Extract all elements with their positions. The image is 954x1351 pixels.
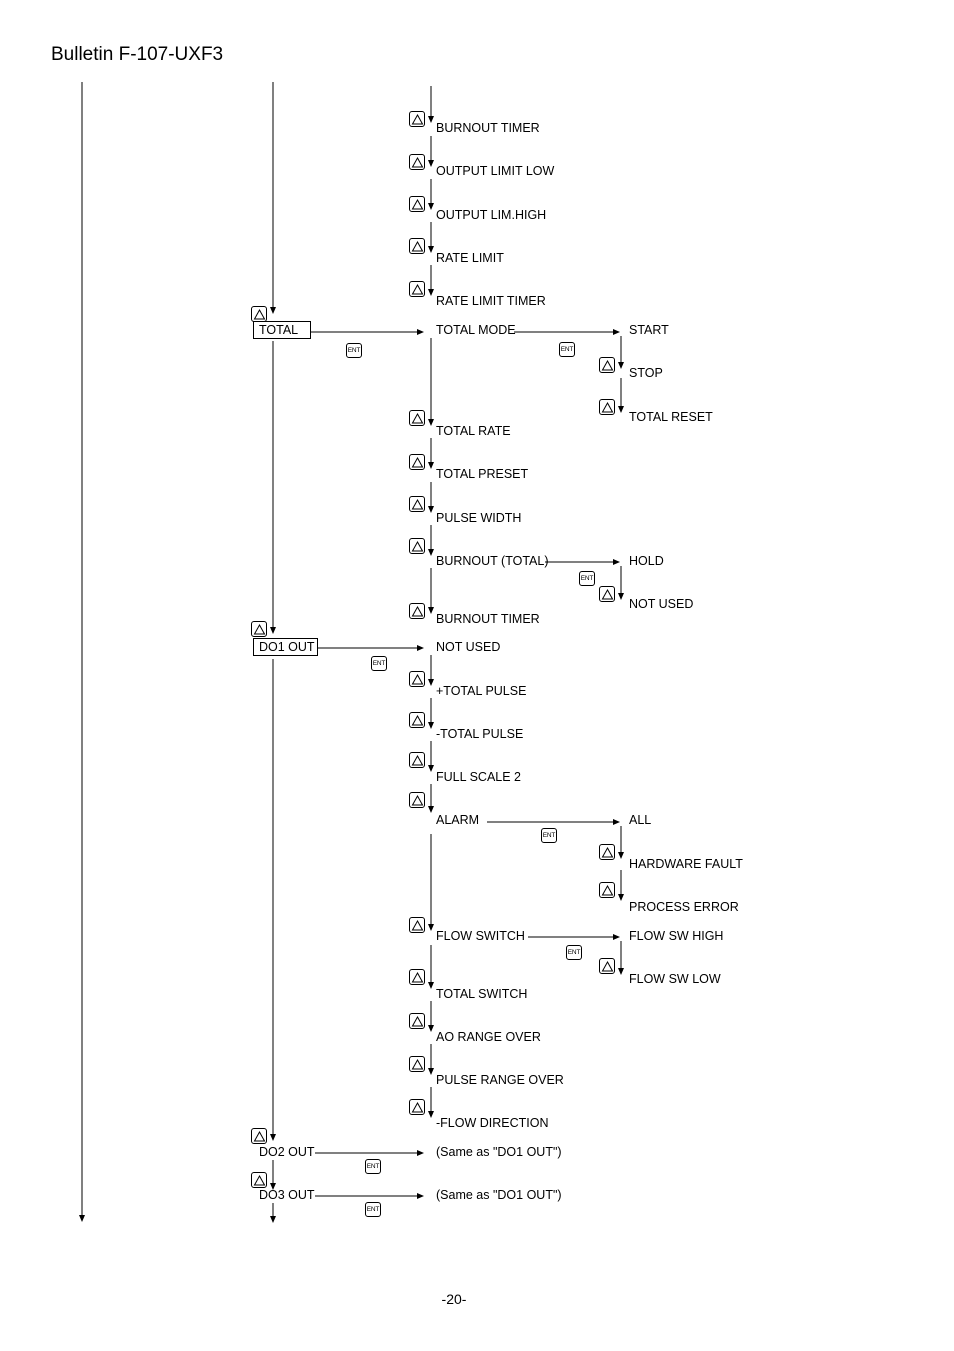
up-arrow-key-icon[interactable] <box>599 844 615 860</box>
menu-do2-out[interactable]: DO2 OUT <box>259 1145 315 1159</box>
ent-key[interactable]: ENT <box>559 342 575 357</box>
menu-do3-out[interactable]: DO3 OUT <box>259 1188 315 1202</box>
up-arrow-key-icon[interactable] <box>599 586 615 602</box>
menu-item-burnout-timer-total[interactable]: BURNOUT TIMER <box>436 612 540 626</box>
ent-key[interactable]: ENT <box>541 828 557 843</box>
up-arrow-key-icon[interactable] <box>409 111 425 127</box>
page-number: -20- <box>441 1291 467 1307</box>
menu-item-minus-flow-direction[interactable]: -FLOW DIRECTION <box>436 1116 549 1130</box>
option-flow-sw-high[interactable]: FLOW SW HIGH <box>629 929 724 943</box>
option-total-reset[interactable]: TOTAL RESET <box>629 410 713 424</box>
option-hardware-fault[interactable]: HARDWARE FAULT <box>629 857 743 871</box>
menu-item-rate-limit-timer[interactable]: RATE LIMIT TIMER <box>436 294 546 308</box>
up-arrow-key-icon[interactable] <box>409 454 425 470</box>
ent-key[interactable]: ENT <box>365 1202 381 1217</box>
ent-key[interactable]: ENT <box>566 945 582 960</box>
menu-item-burnout-total[interactable]: BURNOUT (TOTAL) <box>436 554 549 568</box>
up-arrow-key-icon[interactable] <box>409 496 425 512</box>
up-arrow-key-icon[interactable] <box>409 281 425 297</box>
menu-item-not-used[interactable]: NOT USED <box>436 640 501 654</box>
ent-key[interactable]: ENT <box>365 1159 381 1174</box>
up-arrow-key-icon[interactable] <box>409 752 425 768</box>
up-arrow-key-icon[interactable] <box>599 399 615 415</box>
up-arrow-key-icon[interactable] <box>409 410 425 426</box>
menu-item-minus-total-pulse[interactable]: -TOTAL PULSE <box>436 727 524 741</box>
menu-do1-out[interactable]: DO1 OUT <box>253 638 318 656</box>
ent-key[interactable]: ENT <box>579 571 595 586</box>
menu-item-flow-switch[interactable]: FLOW SWITCH <box>436 929 525 943</box>
up-arrow-key-icon[interactable] <box>409 671 425 687</box>
menu-item-pulse-width[interactable]: PULSE WIDTH <box>436 511 522 525</box>
menu-item-rate-limit[interactable]: RATE LIMIT <box>436 251 504 265</box>
up-arrow-key-icon[interactable] <box>409 1099 425 1115</box>
menu-item-output-lim-high[interactable]: OUTPUT LIM.HIGH <box>436 208 547 222</box>
up-arrow-key-icon[interactable] <box>251 306 267 322</box>
up-arrow-key-icon[interactable] <box>409 196 425 212</box>
menu-item-total-mode[interactable]: TOTAL MODE <box>436 323 516 337</box>
up-arrow-key-icon[interactable] <box>409 538 425 554</box>
option-flow-sw-low[interactable]: FLOW SW LOW <box>629 972 721 986</box>
menu-item-total-preset[interactable]: TOTAL PRESET <box>436 467 529 481</box>
menu-item-alarm[interactable]: ALARM <box>436 813 480 827</box>
bulletin-title: Bulletin F-107-UXF3 <box>51 44 224 65</box>
do2-same-as: (Same as "DO1 OUT") <box>436 1145 562 1159</box>
option-all[interactable]: ALL <box>629 813 652 827</box>
do3-same-as: (Same as "DO1 OUT") <box>436 1188 562 1202</box>
up-arrow-key-icon[interactable] <box>409 792 425 808</box>
up-arrow-key-icon[interactable] <box>409 917 425 933</box>
menu-item-burnout-timer[interactable]: BURNOUT TIMER <box>436 121 540 135</box>
option-not-used[interactable]: NOT USED <box>629 597 694 611</box>
up-arrow-key-icon[interactable] <box>409 1056 425 1072</box>
up-arrow-key-icon[interactable] <box>251 1128 267 1144</box>
up-arrow-key-icon[interactable] <box>599 357 615 373</box>
menu-item-pulse-range-over[interactable]: PULSE RANGE OVER <box>436 1073 564 1087</box>
ent-key[interactable]: ENT <box>371 656 387 671</box>
up-arrow-key-icon[interactable] <box>599 882 615 898</box>
up-arrow-key-icon[interactable] <box>409 1013 425 1029</box>
up-arrow-key-icon[interactable] <box>409 969 425 985</box>
menu-item-total-rate[interactable]: TOTAL RATE <box>436 424 511 438</box>
menu-item-total-switch[interactable]: TOTAL SWITCH <box>436 987 528 1001</box>
up-arrow-key-icon[interactable] <box>409 712 425 728</box>
option-stop[interactable]: STOP <box>629 366 663 380</box>
up-arrow-key-icon[interactable] <box>409 238 425 254</box>
ent-key[interactable]: ENT <box>346 343 362 358</box>
option-process-error[interactable]: PROCESS ERROR <box>629 900 739 914</box>
up-arrow-key-icon[interactable] <box>409 154 425 170</box>
option-hold[interactable]: HOLD <box>629 554 664 568</box>
menu-item-plus-total-pulse[interactable]: +TOTAL PULSE <box>436 684 527 698</box>
menu-item-full-scale-2[interactable]: FULL SCALE 2 <box>436 770 521 784</box>
menu-total[interactable]: TOTAL <box>253 321 311 339</box>
option-start[interactable]: START <box>629 323 669 337</box>
up-arrow-key-icon[interactable] <box>251 621 267 637</box>
menu-item-output-limit-low[interactable]: OUTPUT LIMIT LOW <box>436 164 555 178</box>
up-arrow-key-icon[interactable] <box>599 958 615 974</box>
up-arrow-key-icon[interactable] <box>251 1172 267 1188</box>
menu-item-ao-range-over[interactable]: AO RANGE OVER <box>436 1030 541 1044</box>
up-arrow-key-icon[interactable] <box>409 603 425 619</box>
